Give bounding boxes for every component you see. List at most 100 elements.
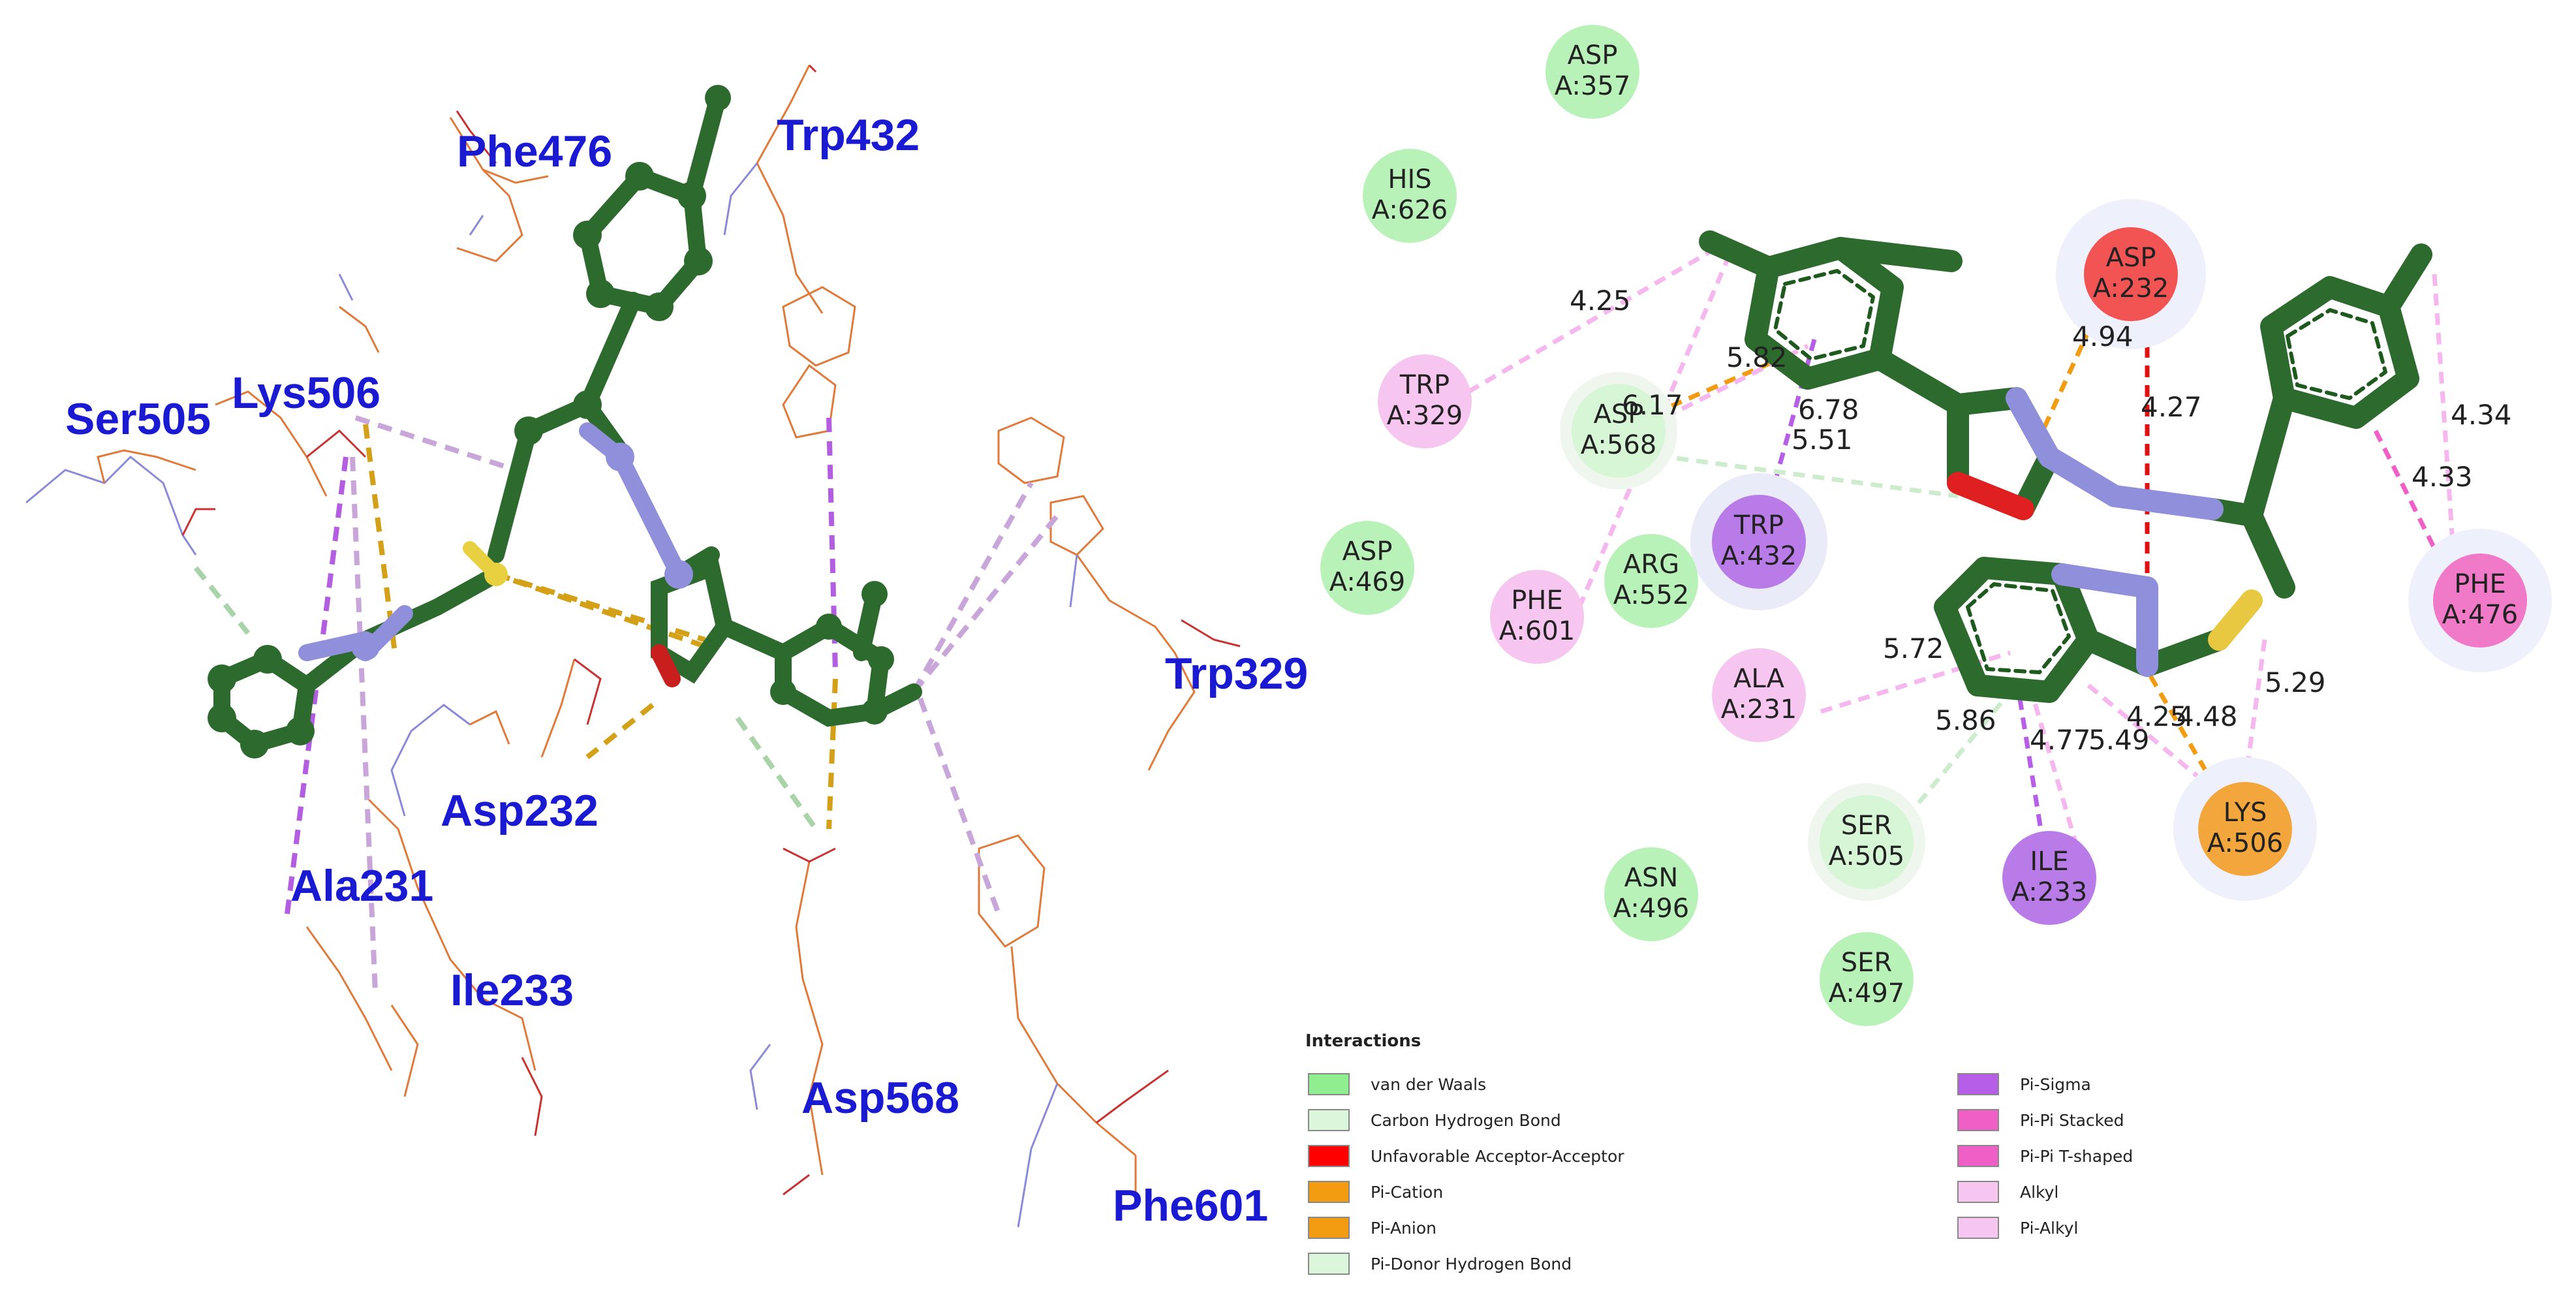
svg-text:Pi-Anion: Pi-Anion [1371, 1219, 1436, 1238]
distance-label: 5.86 [1935, 704, 1996, 736]
svg-text:ASP: ASP [1342, 537, 1393, 567]
node-ile233: ILE A:233 [2002, 831, 2096, 925]
svg-text:A:506: A:506 [2207, 828, 2283, 858]
svg-text:A:505: A:505 [1829, 841, 1904, 871]
svg-text:Pi-Alkyl: Pi-Alkyl [2020, 1219, 2078, 1238]
svg-text:Pi-Cation: Pi-Cation [1371, 1183, 1443, 1202]
node-arg552: ARG A:552 [1604, 534, 1698, 628]
svg-text:A:626: A:626 [1372, 195, 1448, 225]
residue-nodes: ASP A:357 HIS A:626 TRP A:329 ASP A:568 [1320, 25, 2552, 1026]
svg-text:van der Waals: van der Waals [1371, 1075, 1486, 1094]
label-phe476: Phe476 [457, 127, 612, 176]
node-ser497: SER A:497 [1820, 932, 1914, 1026]
ligand-3d [208, 85, 922, 758]
svg-text:A:357: A:357 [1555, 71, 1630, 101]
node-trp432: TRP A:432 [1690, 473, 1827, 610]
distance-label: 4.27 [2141, 391, 2202, 423]
legend-item: Pi-Donor Hydrogen Bond [1308, 1253, 1572, 1275]
svg-text:Pi-Pi T-shaped: Pi-Pi T-shaped [2020, 1147, 2133, 1166]
node-trp329: TRP A:329 [1378, 354, 1472, 448]
svg-text:ALA: ALA [1733, 664, 1785, 694]
legend-item: van der Waals [1308, 1073, 1486, 1095]
right-2d-diagram: ASP A:357 HIS A:626 TRP A:329 ASP A:568 [1305, 25, 2552, 1275]
legend-col-1: van der Waals Carbon Hydrogen Bond Unfav… [1308, 1073, 1624, 1275]
left-3d-view: Phe476 Trp432 Ser505 Lys506 Trp329 Asp23… [25, 64, 1308, 1230]
svg-text:A:497: A:497 [1829, 978, 1904, 1008]
label-trp432: Trp432 [777, 110, 920, 160]
distance-label: 5.29 [2265, 666, 2326, 698]
distance-label: 4.77 [2030, 724, 2091, 756]
legend-col-2: Pi-Sigma Pi-Pi Stacked Pi-Pi T-shaped Al… [1957, 1073, 2133, 1239]
svg-text:A:329: A:329 [1387, 401, 1463, 431]
svg-text:ASP: ASP [1594, 399, 1644, 430]
svg-text:HIS: HIS [1388, 164, 1431, 195]
svg-text:A:552: A:552 [1613, 580, 1689, 610]
ligand-2d [1699, 230, 2432, 703]
svg-text:ASN: ASN [1624, 863, 1679, 893]
residue-labels-3d: Phe476 Trp432 Ser505 Lys506 Trp329 Asp23… [65, 110, 1308, 1230]
legend-item: Pi-Pi T-shaped [1957, 1145, 2133, 1167]
legend-item: Pi-Anion [1308, 1217, 1436, 1239]
node-asp469: ASP A:469 [1320, 521, 1414, 615]
svg-text:A:496: A:496 [1613, 894, 1689, 924]
label-ile233: Ile233 [450, 965, 574, 1015]
legend-item: Unfavorable Acceptor-Acceptor [1308, 1145, 1624, 1167]
node-asn496: ASN A:496 [1604, 847, 1698, 941]
svg-text:Pi-Sigma: Pi-Sigma [2020, 1075, 2091, 1094]
svg-text:Unfavorable Acceptor-Acceptor: Unfavorable Acceptor-Acceptor [1371, 1147, 1624, 1166]
svg-text:SER: SER [1841, 948, 1892, 978]
svg-text:Carbon Hydrogen Bond: Carbon Hydrogen Bond [1371, 1111, 1561, 1130]
node-asp568: ASP A:568 [1560, 372, 1677, 490]
svg-text:A:476: A:476 [2442, 600, 2518, 630]
svg-text:ASP: ASP [2106, 243, 2156, 273]
distance-label: 4.34 [2451, 399, 2512, 431]
svg-text:SER: SER [1841, 811, 1892, 841]
residue-wireframes [25, 64, 1241, 1228]
label-lys506: Lys506 [232, 368, 380, 418]
legend: Interactions van der Waals Carbon Hydrog… [1305, 1031, 2133, 1275]
distance-label: 4.48 [2177, 700, 2238, 732]
svg-text:TRP: TRP [1733, 510, 1784, 540]
node-ala231: ALA A:231 [1712, 648, 1806, 742]
legend-title: Interactions [1305, 1031, 1421, 1051]
svg-text:ASP: ASP [1568, 40, 1618, 70]
label-ala231: Ala231 [290, 861, 433, 911]
svg-text:ARG: ARG [1623, 550, 1679, 580]
label-asp568: Asp568 [801, 1073, 959, 1123]
svg-text:TRP: TRP [1399, 370, 1450, 400]
label-ser505: Ser505 [65, 394, 211, 444]
distance-label: 4.25 [2126, 700, 2188, 732]
distance-label: 5.72 [1883, 633, 1944, 664]
legend-item: Pi-Cation [1308, 1181, 1443, 1203]
svg-text:Alkyl: Alkyl [2020, 1183, 2058, 1202]
distance-label: 5.82 [1726, 341, 1788, 373]
legend-item: Alkyl [1957, 1181, 2058, 1203]
svg-text:A:601: A:601 [1499, 616, 1575, 646]
node-his626: HIS A:626 [1363, 149, 1457, 243]
node-phe476: PHE A:476 [2408, 529, 2552, 672]
svg-text:Pi-Donor Hydrogen Bond: Pi-Donor Hydrogen Bond [1371, 1255, 1572, 1273]
distance-label: 5.49 [2088, 724, 2150, 756]
svg-text:PHE: PHE [2454, 569, 2506, 599]
node-asp357: ASP A:357 [1545, 25, 1639, 119]
svg-text:A:233: A:233 [2011, 877, 2087, 907]
svg-text:ILE: ILE [2030, 847, 2068, 877]
distance-label: 5.51 [1792, 424, 1853, 456]
legend-item: Pi-Sigma [1957, 1073, 2091, 1095]
distance-label: 6.78 [1798, 394, 1859, 426]
legend-item: Carbon Hydrogen Bond [1308, 1109, 1561, 1131]
legend-item: Pi-Pi Stacked [1957, 1109, 2124, 1131]
distance-label: 4.25 [1570, 285, 1631, 317]
node-lys506: LYS A:506 [2173, 757, 2317, 901]
label-phe601: Phe601 [1113, 1181, 1268, 1230]
svg-text:A:469: A:469 [1329, 567, 1405, 597]
node-ser505: SER A:505 [1808, 783, 1925, 901]
distance-label: 4.94 [2072, 320, 2134, 352]
label-asp232: Asp232 [441, 786, 598, 836]
svg-text:PHE: PHE [1511, 586, 1562, 616]
svg-text:A:232: A:232 [2093, 273, 2169, 304]
svg-text:A:231: A:231 [1721, 695, 1797, 725]
node-asp232: ASP A:232 [2056, 199, 2206, 349]
node-phe601: PHE A:601 [1490, 570, 1584, 664]
